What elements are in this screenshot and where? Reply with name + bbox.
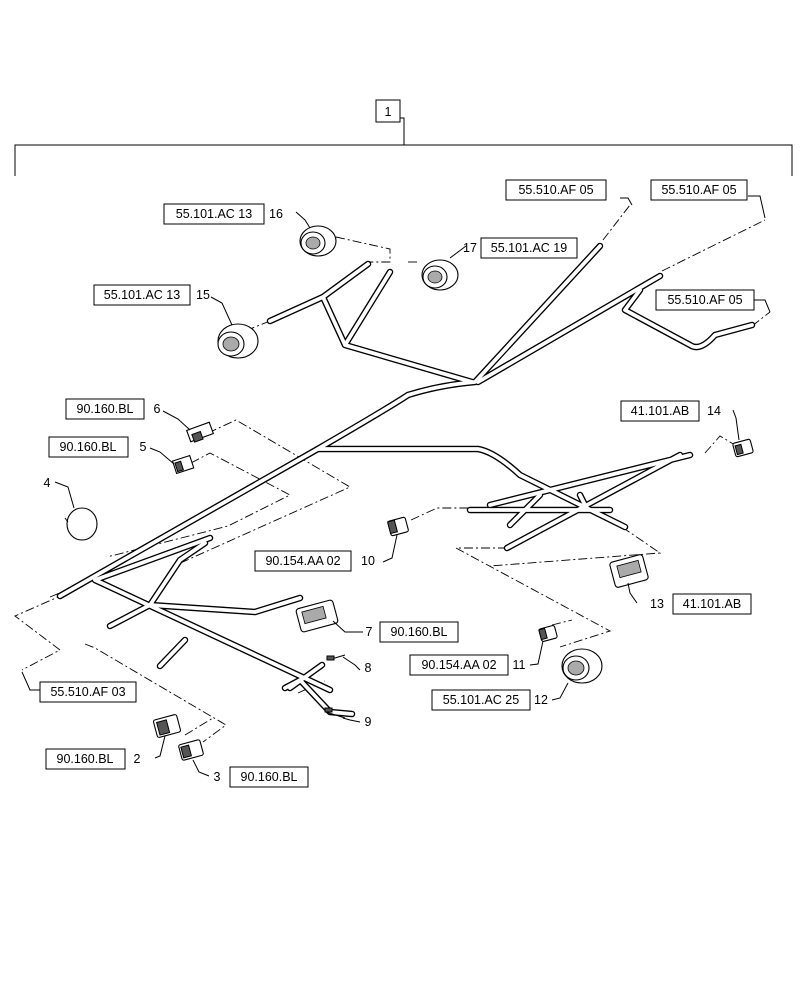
svg-text:41.101.AB: 41.101.AB — [631, 404, 689, 418]
svg-text:90.160.BL: 90.160.BL — [391, 625, 448, 639]
connector-13 — [609, 554, 649, 588]
svg-text:55.510.AF 05: 55.510.AF 05 — [667, 293, 742, 307]
cable-tie-4 — [64, 507, 98, 541]
ref-5: 90.160.BL — [48, 436, 129, 458]
ref-13: 41.101.AB — [672, 593, 752, 615]
item-numbers: 16 17 15 6 5 4 14 10 13 7 8 9 11 12 2 3 — [44, 207, 721, 784]
ref-11: 90.154.AA 02 — [409, 654, 509, 676]
item-6-label: 6 — [154, 402, 161, 416]
terminal-8 — [326, 654, 346, 661]
round-connector-12 — [561, 648, 603, 684]
item-1-label: 1 — [385, 105, 392, 119]
item-12-label: 12 — [534, 693, 548, 707]
ref-16: 55.101.AC 13 — [163, 203, 265, 225]
item-2-label: 2 — [134, 752, 141, 766]
svg-text:90.160.BL: 90.160.BL — [57, 752, 114, 766]
terminal-9 — [324, 707, 346, 719]
item-3-label: 3 — [214, 770, 221, 784]
item-16-label: 16 — [269, 207, 283, 221]
dash-lines — [14, 204, 771, 743]
leader-lines — [21, 195, 771, 777]
svg-text:55.510.AF 05: 55.510.AF 05 — [518, 183, 593, 197]
svg-text:90.160.BL: 90.160.BL — [77, 402, 134, 416]
svg-text:55.510.AF 03: 55.510.AF 03 — [50, 685, 125, 699]
item-8-label: 8 — [365, 661, 372, 675]
ref-10: 90.154.AA 02 — [254, 550, 352, 572]
connector-6 — [185, 421, 215, 443]
item-7-label: 7 — [366, 625, 373, 639]
item-11-label: 11 — [513, 658, 526, 672]
connector-10 — [386, 516, 409, 537]
svg-text:55.101.AC 25: 55.101.AC 25 — [443, 693, 519, 707]
ref-top-1: 55.510.AF 05 — [505, 179, 607, 201]
svg-text:90.154.AA 02: 90.154.AA 02 — [265, 554, 340, 568]
ref-top-2: 55.510.AF 05 — [650, 179, 748, 201]
round-connector-15 — [217, 323, 259, 359]
item-13-label: 13 — [650, 597, 664, 611]
svg-text:90.160.BL: 90.160.BL — [241, 770, 298, 784]
svg-text:90.160.BL: 90.160.BL — [60, 440, 117, 454]
item-5-label: 5 — [140, 440, 147, 454]
connector-2 — [152, 714, 182, 738]
assembly-bracket: 1 — [14, 99, 793, 176]
connector-11 — [538, 625, 558, 642]
ref-2: 90.160.BL — [45, 748, 126, 770]
ref-6: 90.160.BL — [65, 398, 145, 420]
ref-17: 55.101.AC 19 — [480, 237, 578, 259]
svg-text:55.101.AC 13: 55.101.AC 13 — [104, 288, 180, 302]
svg-text:55.101.AC 19: 55.101.AC 19 — [491, 241, 567, 255]
item-9-label: 9 — [365, 715, 372, 729]
ref-12: 55.101.AC 25 — [431, 689, 531, 711]
ref-left: 55.510.AF 03 — [39, 681, 137, 703]
svg-text:55.101.AC 13: 55.101.AC 13 — [176, 207, 252, 221]
ref-top-3: 55.510.AF 05 — [655, 289, 755, 311]
item-15-label: 15 — [196, 288, 210, 302]
item-17-label: 17 — [463, 241, 477, 255]
ref-15: 55.101.AC 13 — [93, 284, 191, 306]
svg-text:90.154.AA 02: 90.154.AA 02 — [421, 658, 496, 672]
ref-14: 41.101.AB — [620, 400, 700, 422]
connector-5 — [171, 454, 195, 475]
item-14-label: 14 — [707, 404, 721, 418]
connector-7 — [295, 599, 339, 633]
round-connector-17 — [421, 259, 459, 291]
connector-14 — [732, 438, 754, 458]
item-10-label: 10 — [361, 554, 375, 568]
svg-text:41.101.AB: 41.101.AB — [683, 597, 741, 611]
connector-3 — [178, 739, 204, 761]
ref-7: 90.160.BL — [379, 621, 459, 643]
ref-3: 90.160.BL — [229, 766, 309, 788]
item-4-label: 4 — [44, 476, 51, 490]
svg-text:55.510.AF 05: 55.510.AF 05 — [661, 183, 736, 197]
harness — [56, 242, 756, 718]
round-connector-16 — [299, 225, 337, 257]
